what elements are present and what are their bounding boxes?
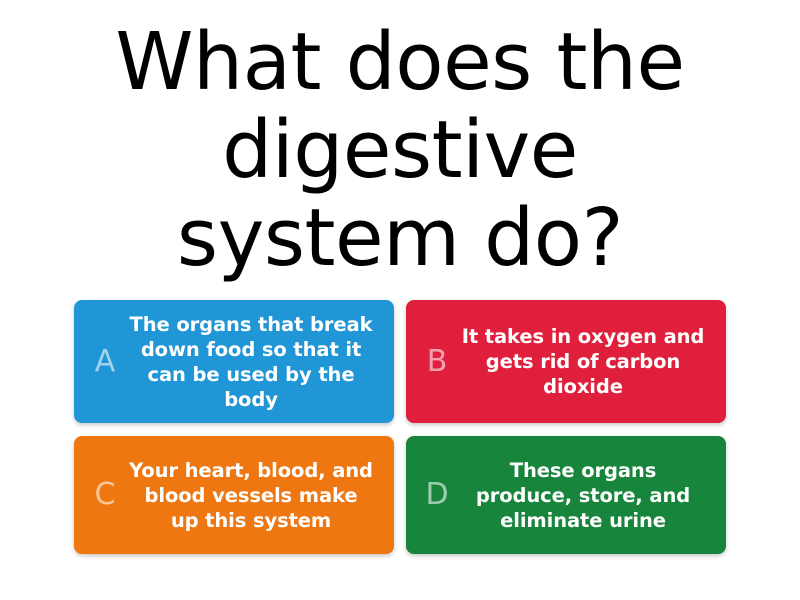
question-text: What does the digestive system do? [115,16,685,284]
answer-text-b: It takes in oxygen and gets rid of carbo… [461,325,705,398]
answer-option-b[interactable]: B It takes in oxygen and gets rid of car… [406,300,726,423]
answers-area: A The organs that break down food so tha… [0,300,800,600]
answers-grid: A The organs that break down food so tha… [74,300,726,554]
answer-text-d: These organs produce, store, and elimina… [475,458,691,532]
answer-option-a[interactable]: A The organs that break down food so tha… [74,300,394,423]
answer-letter-d: D [425,477,449,512]
answer-option-d[interactable]: D These organs produce, store, and elimi… [406,436,726,554]
answer-text-a: The organs that break down food so that … [129,312,373,411]
answer-letter-b: B [426,343,448,379]
answer-option-c[interactable]: C Your heart, blood, and blood vessels m… [74,436,394,554]
answer-text-c: Your heart, blood, and blood vessels mak… [129,458,373,532]
answer-letter-c: C [94,477,116,512]
answer-letter-a: A [94,343,116,379]
question-area: What does the digestive system do? [115,16,685,284]
